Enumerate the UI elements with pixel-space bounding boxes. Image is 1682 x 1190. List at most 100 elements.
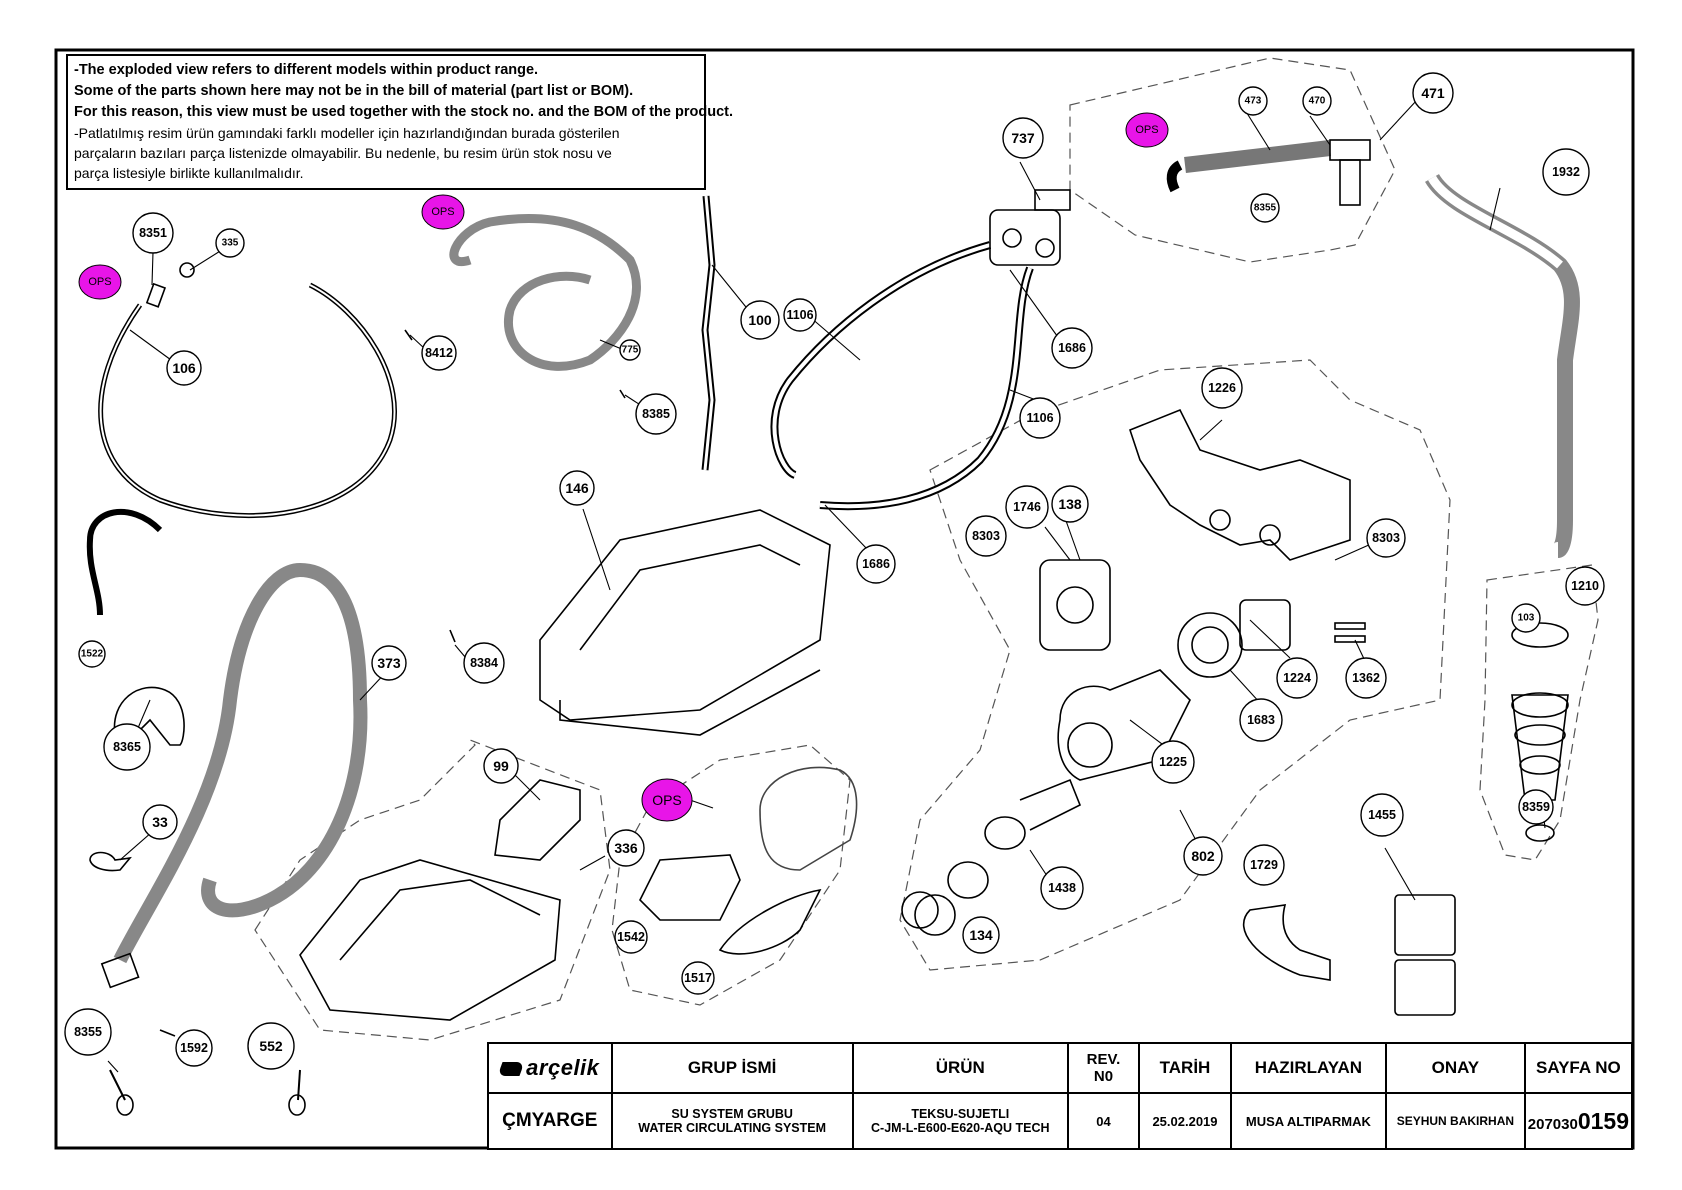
callout-label: 1932 <box>1552 165 1580 179</box>
pump-housing-1225 <box>1057 669 1191 781</box>
exploded-view-note: -The exploded view refers to different m… <box>66 54 733 190</box>
header-date: TARİH <box>1138 1042 1232 1094</box>
drawing-frame <box>54 48 1635 1150</box>
pump-1683 <box>1177 612 1243 678</box>
pump-1746 <box>1039 559 1111 651</box>
callout-label: 775 <box>622 345 639 356</box>
callout-label: 1686 <box>862 557 890 571</box>
siphon-1542 <box>639 854 741 921</box>
callout-circle <box>1183 836 1223 876</box>
callout-label: 1746 <box>1013 500 1041 514</box>
callout-circle <box>1151 740 1195 784</box>
product-line-1: TEKSU-SUJETLI <box>911 1107 1010 1121</box>
ops-label: OPS <box>431 206 454 218</box>
callout-label: 1438 <box>1048 881 1076 895</box>
callout-label: 8355 <box>74 1025 102 1039</box>
callout-label: 1683 <box>1247 713 1275 727</box>
callout-circle <box>1238 86 1268 116</box>
callout-label: 1106 <box>786 308 813 322</box>
callout-circle <box>962 916 1000 954</box>
callout-label: 552 <box>259 1038 283 1054</box>
hose-473 <box>1184 140 1331 173</box>
callout-label: 336 <box>614 840 638 856</box>
callout-label: 1226 <box>1208 381 1236 395</box>
callout-label: 1362 <box>1352 671 1380 685</box>
callout-label: 335 <box>222 238 239 249</box>
callout-label: 8303 <box>972 529 1000 543</box>
dispenser-146 <box>539 509 831 721</box>
callout-label: 8385 <box>642 407 670 421</box>
callout-circle <box>1250 193 1280 223</box>
callout-circle <box>681 961 715 995</box>
callout-circle <box>132 212 174 254</box>
callout-label: 802 <box>1191 848 1215 864</box>
callout-circle <box>1243 844 1285 886</box>
callout-circle <box>215 228 245 258</box>
callout-circle <box>1511 603 1541 633</box>
callout-label: 146 <box>565 480 589 496</box>
ops-label: OPS <box>88 276 111 288</box>
callout-label: 103 <box>1518 613 1535 624</box>
callout-circle <box>1345 657 1387 699</box>
callout-circle <box>1565 566 1605 606</box>
callout-label: 138 <box>1058 496 1082 512</box>
clamp-33 <box>89 851 132 872</box>
callout-label: 1686 <box>1058 341 1086 355</box>
callout-circle <box>1366 518 1406 558</box>
callout-circle <box>1276 657 1318 699</box>
callout-circle <box>559 470 595 506</box>
note-tr-line-2: parçaların bazıları parça listenizde olm… <box>74 145 612 161</box>
tray-1517 <box>718 888 822 955</box>
callout-circle <box>1201 367 1243 409</box>
note-tr-line-3: parça listesiyle birlikte kullanılmalıdı… <box>74 165 304 181</box>
callout-circle <box>78 640 106 668</box>
callout-circle <box>1005 485 1049 529</box>
callout-label: 8384 <box>470 656 498 670</box>
date-value: 25.02.2019 <box>1138 1092 1232 1150</box>
bellows-1210 <box>1511 694 1569 801</box>
callout-label: 1517 <box>684 971 712 985</box>
callout-label: 8351 <box>139 226 167 240</box>
callout-circle <box>1542 148 1590 196</box>
ops-label: OPS <box>1135 124 1158 136</box>
bracket-1226 <box>1129 408 1351 561</box>
callout-label: 100 <box>748 312 772 328</box>
callout-circle <box>783 298 817 332</box>
callout-circle <box>483 748 519 784</box>
callout-label: 1522 <box>81 649 104 660</box>
note-en-line-1: -The exploded view refers to different m… <box>74 62 539 78</box>
callout-circle <box>614 920 648 954</box>
callout-circle <box>142 804 178 840</box>
callout-circle <box>1019 397 1061 439</box>
callout-circle <box>1360 793 1404 837</box>
callout-circle <box>1518 789 1554 825</box>
group-line-1: SU SYSTEM GRUBU <box>671 1107 793 1121</box>
callout-circle <box>175 1029 213 1067</box>
callout-circle <box>1051 485 1089 523</box>
group-line-2: WATER CIRCULATING SYSTEM <box>638 1121 827 1135</box>
cover-8365 <box>113 686 185 746</box>
callout-label: 8355 <box>1254 203 1277 214</box>
callout-label: 1224 <box>1283 671 1311 685</box>
plug-134 <box>901 891 939 929</box>
product-line-2: C-JM-L-E600-E620-AQU TECH <box>871 1121 1050 1135</box>
clip-1455-a <box>1394 894 1456 956</box>
ops-markers <box>78 112 1169 822</box>
callout-circle <box>463 642 505 684</box>
arcelik-logo-icon <box>497 1062 525 1076</box>
callout-circle <box>1239 698 1283 742</box>
callout-label: 1455 <box>1368 808 1396 822</box>
callout-label: 134 <box>969 927 993 943</box>
callout-circle <box>1412 72 1454 114</box>
dept-value: ÇMYARGE <box>487 1092 613 1150</box>
header-group: GRUP İSMİ <box>610 1042 854 1094</box>
valve-737 <box>989 209 1061 266</box>
callout-label: 1729 <box>1250 858 1278 872</box>
prepared-value: MUSA ALTIPARMAK <box>1229 1092 1388 1150</box>
callout-label: 1106 <box>1026 411 1053 425</box>
callout-label: 373 <box>377 655 401 671</box>
